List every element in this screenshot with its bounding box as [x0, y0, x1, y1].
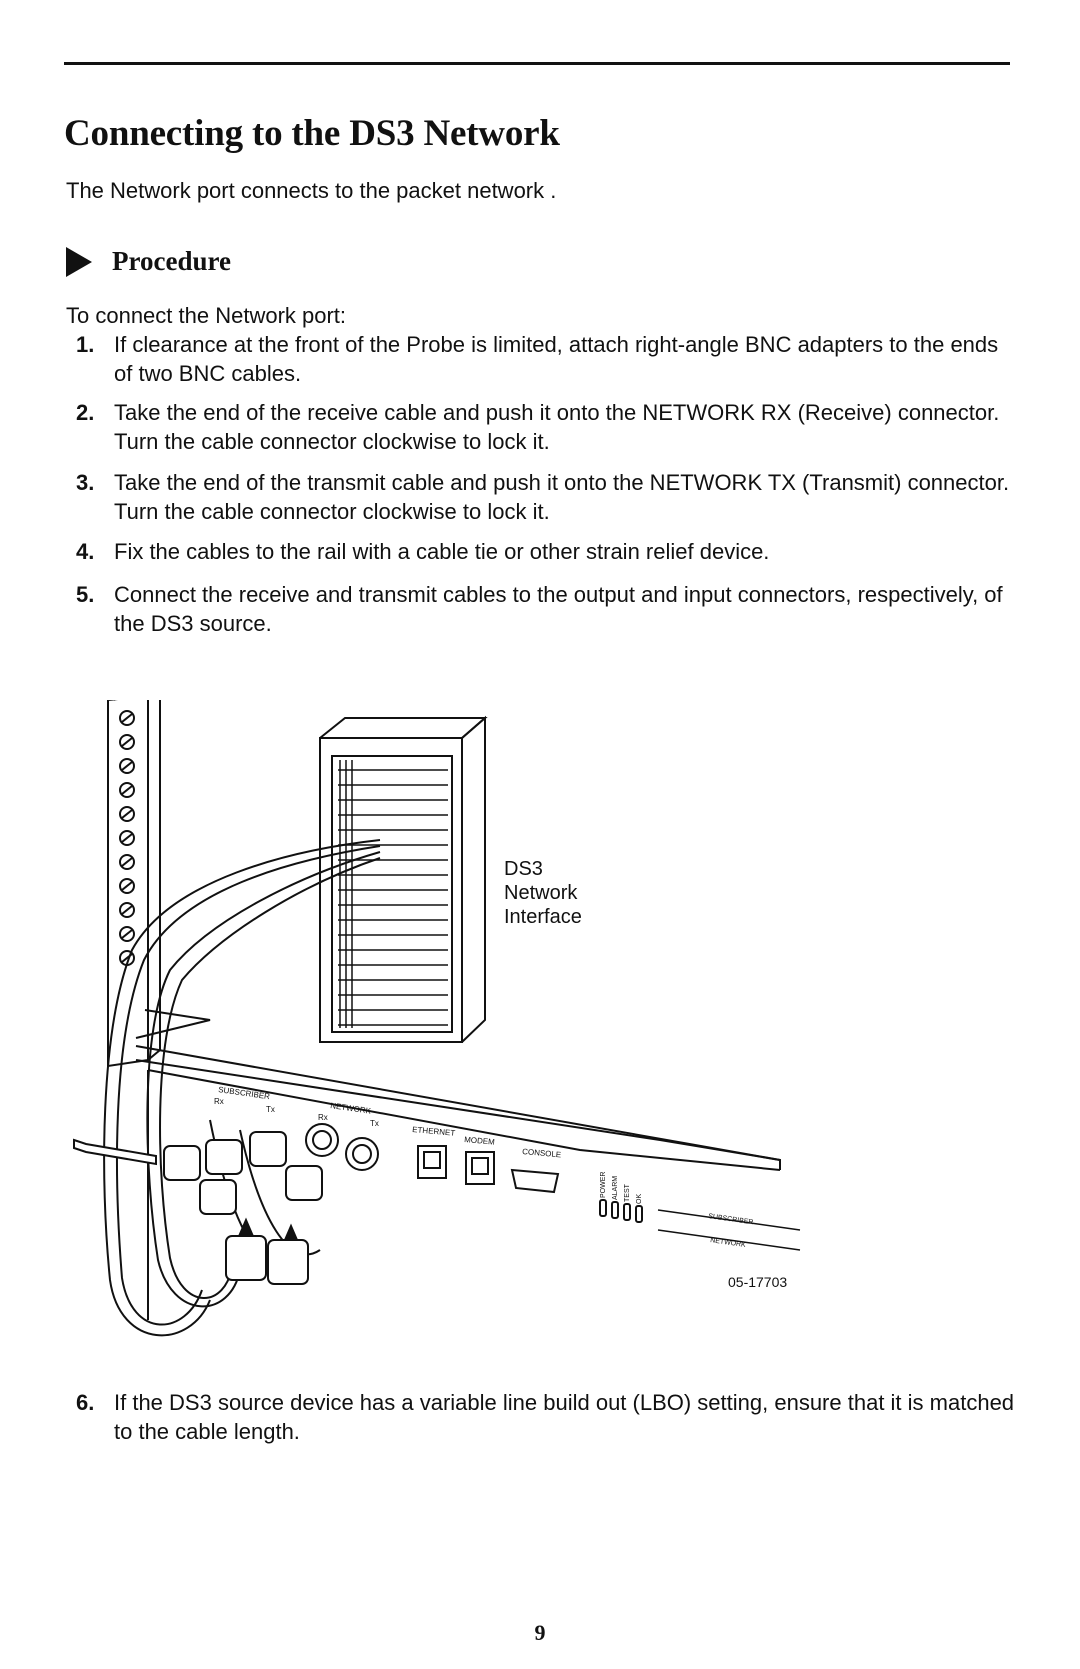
- page-number: 9: [534, 1620, 546, 1645]
- label-ethernet: ETHERNET: [412, 1125, 456, 1138]
- label-subscriber-tx: Tx: [266, 1105, 275, 1114]
- insert-arrow-icon: [238, 1217, 299, 1241]
- network-connectors-icon: [305, 1123, 379, 1171]
- rail-hole-slot: [121, 929, 133, 939]
- label-ok: OK: [636, 1194, 643, 1204]
- label-network-tx: Tx: [370, 1119, 379, 1128]
- rail-hole-icon: [119, 782, 135, 798]
- rail-hole-slot: [121, 833, 133, 843]
- rail-hole-icon: [119, 854, 135, 870]
- step-text: If the DS3 source device has a variable …: [114, 1390, 1015, 1444]
- step-3: 3. Take the end of the transmit cable an…: [76, 468, 1016, 526]
- label-network-rx: Rx: [318, 1113, 328, 1122]
- rail-hole-icon: [119, 926, 135, 942]
- step-number: 4.: [76, 539, 95, 564]
- modem-port-icon: [465, 1151, 495, 1185]
- rail-hole-slot: [121, 737, 133, 747]
- step-number: 2.: [76, 400, 95, 425]
- rail-icon: [107, 679, 163, 1068]
- step-number: 1.: [76, 332, 95, 357]
- label-test: TEST: [624, 1183, 631, 1202]
- ds3-connection-illustration: DS3 Network Interface SUBSCRIBER Rx Tx N…: [60, 679, 860, 1365]
- procedure-title: Procedure: [112, 246, 231, 276]
- step-number: 6.: [76, 1390, 95, 1415]
- rail-hole-slot: [121, 857, 133, 867]
- rail-hole-slot: [121, 785, 133, 795]
- callout-line-1: DS3: [504, 858, 543, 880]
- rail-hole-icon: [119, 902, 135, 918]
- procedure-heading: Procedure: [66, 246, 231, 277]
- intro-text: The Network port connects to the packet …: [66, 178, 557, 203]
- rail-hole-slot: [121, 905, 133, 915]
- console-port-icon: [510, 1168, 560, 1194]
- page-title: Connecting to the DS3 Network: [64, 113, 560, 154]
- label-modem: MODEM: [464, 1135, 496, 1147]
- step-text: Take the end of the receive cable and pu…: [114, 400, 1000, 454]
- callout-line-3: Interface: [504, 906, 582, 928]
- step-text: Take the end of the transmit cable and p…: [114, 470, 1010, 524]
- label-console: CONSOLE: [522, 1147, 562, 1159]
- callout-line-2: Network: [504, 882, 578, 904]
- label-led-subscriber: SUBSCRIBER: [708, 1213, 754, 1226]
- rail-hole-icon: [119, 758, 135, 774]
- label-alarm: ALARM: [612, 1176, 619, 1200]
- top-rule: [64, 62, 1010, 65]
- rail-hole-icon: [119, 710, 135, 726]
- ds3-cabinet-icon: [319, 715, 488, 1043]
- step-text: Connect the receive and transmit cables …: [114, 582, 1003, 636]
- label-subscriber-rx: Rx: [214, 1097, 224, 1106]
- rail-hole-slot: [121, 761, 133, 771]
- bnc-adapter-icon: [163, 1131, 323, 1285]
- ethernet-port-icon: [417, 1145, 447, 1179]
- step-1: 1. If clearance at the front of the Prob…: [76, 330, 1016, 388]
- rail-hole-icon: [119, 734, 135, 750]
- rail-hole-slot: [121, 809, 133, 819]
- cable-tie-icon: [73, 1138, 157, 1166]
- step-number: 3.: [76, 470, 95, 495]
- rail-hole-icon: [119, 830, 135, 846]
- step-2: 2. Take the end of the receive cable and…: [76, 398, 1016, 456]
- label-power: POWER: [600, 1172, 607, 1198]
- step-text: If clearance at the front of the Probe i…: [114, 332, 999, 386]
- rail-hole-slot: [121, 713, 133, 723]
- procedure-lead: To connect the Network port:: [66, 303, 347, 328]
- label-led-network: NETWORK: [710, 1237, 747, 1249]
- step-text: Fix the cables to the rail with a cable …: [114, 539, 770, 564]
- rail-hole-icon: [119, 806, 135, 822]
- label-network: NETWORK: [330, 1101, 372, 1116]
- step-number: 5.: [76, 582, 95, 607]
- rail-hole-slot: [121, 881, 133, 891]
- procedure-arrow-icon: [66, 246, 92, 277]
- step-5: 5. Connect the receive and transmit cabl…: [76, 580, 1016, 638]
- port-leds-icon: [657, 1209, 801, 1251]
- step-6: 6. If the DS3 source device has a variab…: [76, 1388, 1016, 1446]
- rail-hole-icon: [119, 878, 135, 894]
- step-4: 4. Fix the cables to the rail with a cab…: [76, 537, 1016, 566]
- status-leds-icon: [599, 1199, 643, 1223]
- figure-id: 05-17703: [728, 1274, 787, 1290]
